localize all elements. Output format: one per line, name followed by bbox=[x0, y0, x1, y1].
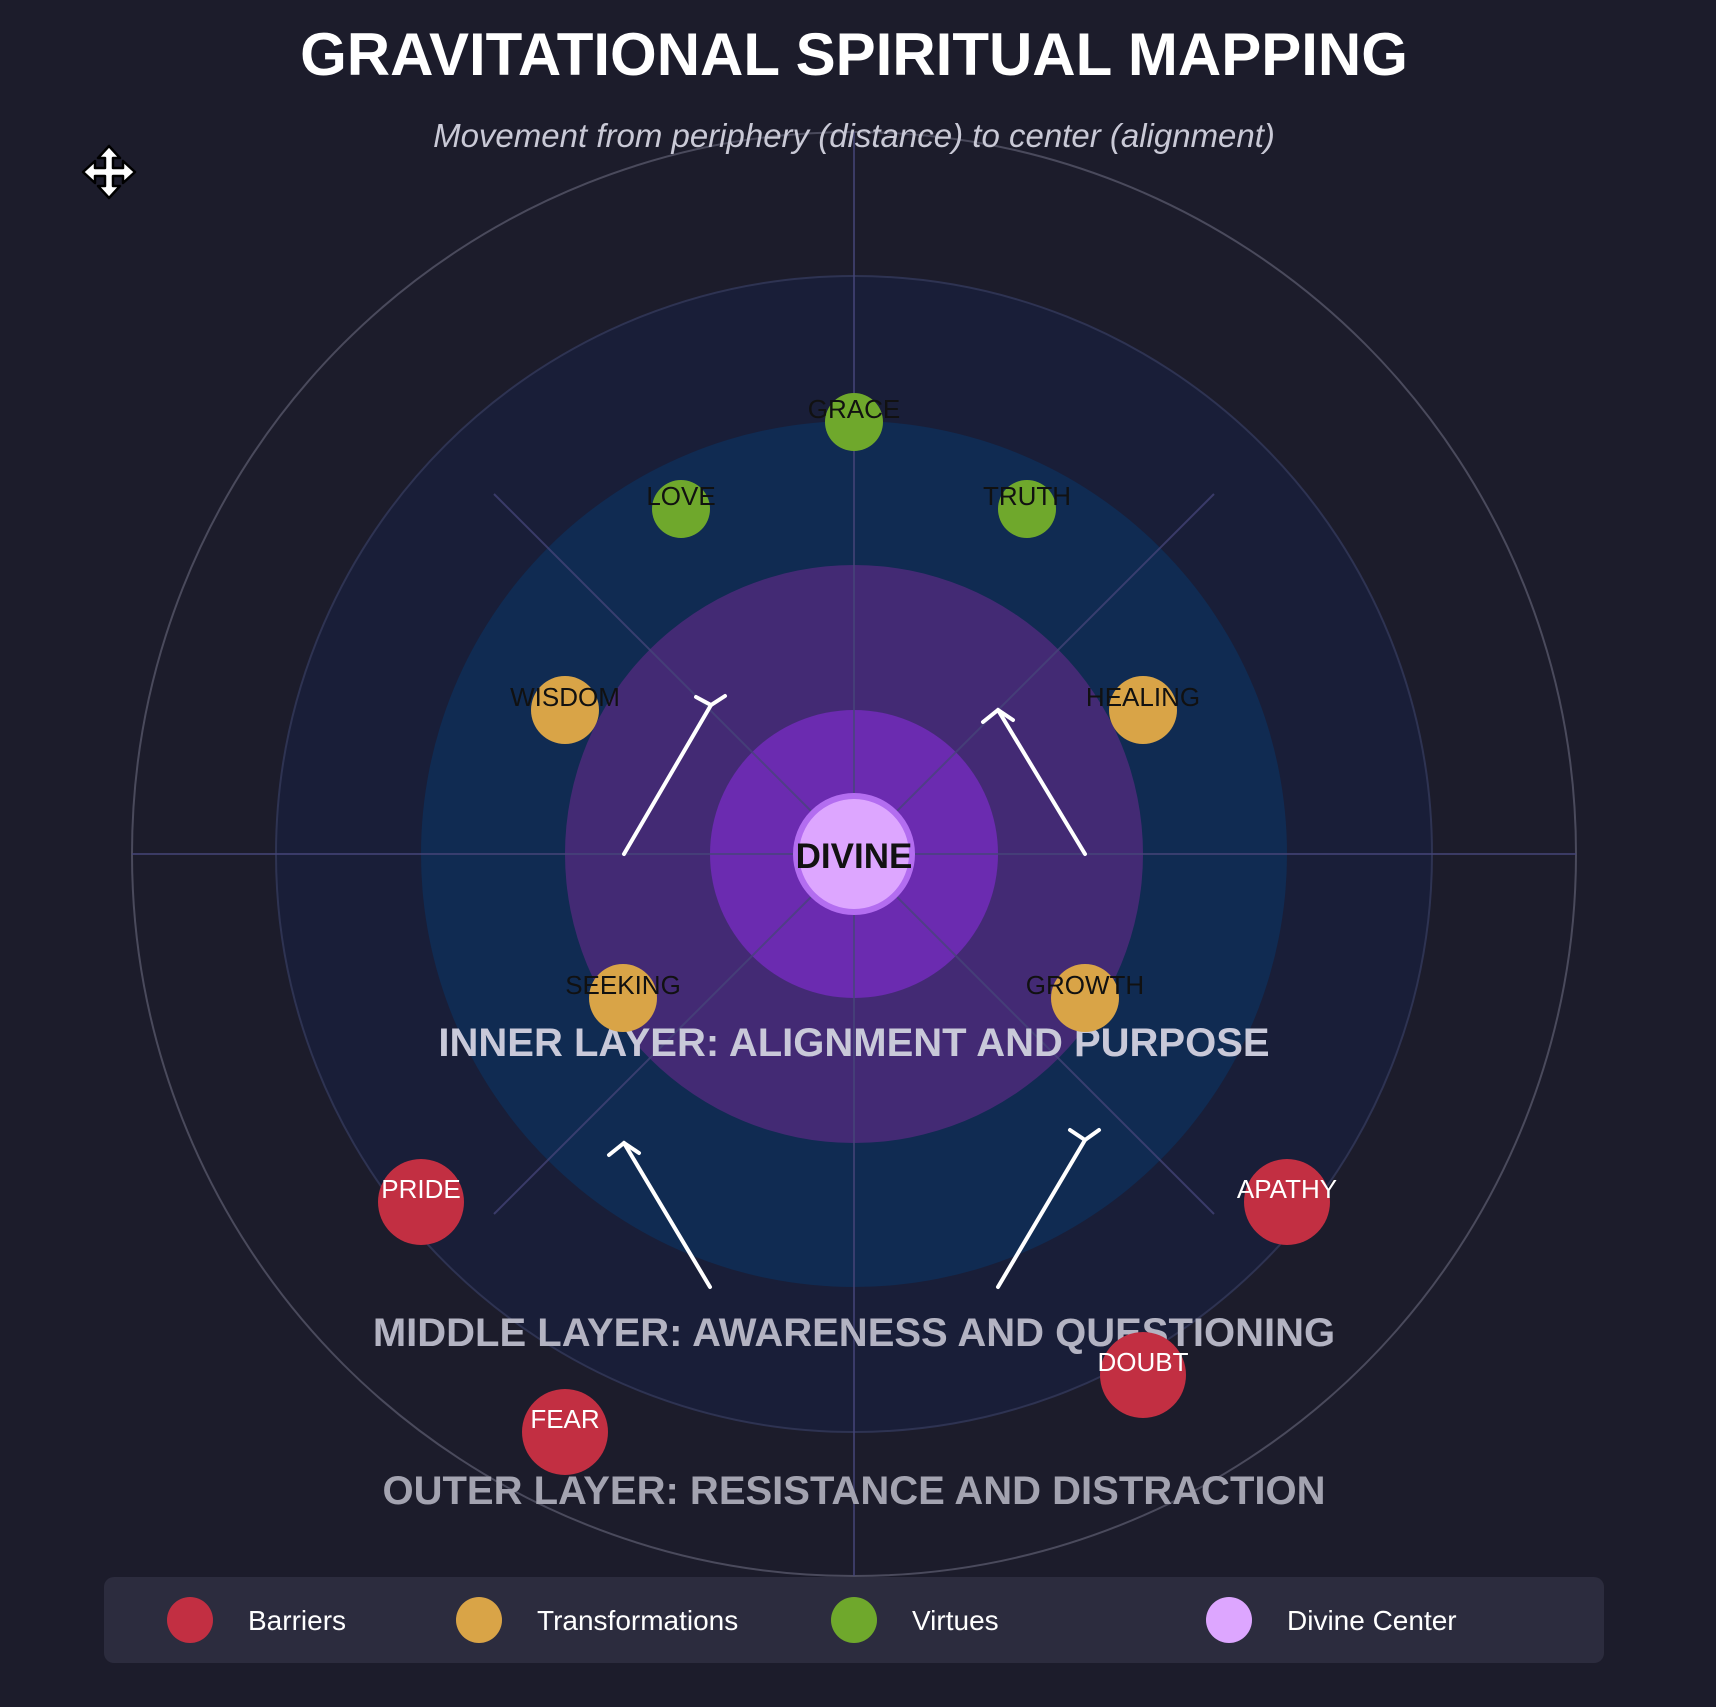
legend-item-transformations: Transformations bbox=[456, 1597, 738, 1643]
divine-center-label: DIVINE bbox=[796, 837, 913, 876]
node-seeking-circle[interactable] bbox=[589, 964, 657, 1032]
page-title: GRAVITATIONAL SPIRITUAL MAPPING bbox=[300, 21, 1408, 88]
legend-swatch-divine-center bbox=[1206, 1597, 1252, 1643]
divine-center[interactable]: DIVINE bbox=[793, 793, 915, 915]
node-seeking[interactable]: SEEKING bbox=[565, 964, 681, 1032]
outer-layer-label: OUTER LAYER: RESISTANCE AND DISTRACTION bbox=[382, 1469, 1325, 1513]
node-truth[interactable]: TRUTH bbox=[983, 480, 1071, 538]
node-doubt[interactable]: DOUBT bbox=[1098, 1332, 1189, 1418]
node-fear-label: FEAR bbox=[530, 1404, 599, 1434]
node-apathy[interactable]: APATHY bbox=[1237, 1159, 1337, 1245]
divine-center-circle[interactable] bbox=[793, 793, 915, 915]
arrow-lower-left bbox=[607, 1140, 712, 1289]
node-pride[interactable]: PRIDE bbox=[378, 1159, 464, 1245]
node-pride-circle[interactable] bbox=[378, 1159, 464, 1245]
legend-swatch-virtues bbox=[831, 1597, 877, 1643]
legend-swatch-barriers bbox=[167, 1597, 213, 1643]
node-wisdom[interactable]: WISDOM bbox=[510, 676, 620, 744]
node-fear-circle[interactable] bbox=[522, 1389, 608, 1475]
node-doubt-circle[interactable] bbox=[1100, 1332, 1186, 1418]
arrow-upper-right bbox=[981, 707, 1087, 856]
arrow-lower-right bbox=[996, 1128, 1101, 1289]
legend-label-virtues: Virtues bbox=[912, 1605, 999, 1636]
page-subtitle: Movement from periphery (distance) to ce… bbox=[433, 117, 1275, 154]
move-arrows-icon[interactable] bbox=[81, 144, 137, 200]
node-grace[interactable]: GRACE bbox=[808, 393, 900, 451]
legend-label-divine-center: Divine Center bbox=[1287, 1605, 1457, 1636]
node-fear[interactable]: FEAR bbox=[522, 1389, 608, 1475]
node-growth-circle[interactable] bbox=[1051, 964, 1119, 1032]
legend-item-barriers: Barriers bbox=[167, 1597, 346, 1643]
node-grace-label: GRACE bbox=[808, 394, 900, 424]
node-wisdom-circle[interactable] bbox=[531, 676, 599, 744]
node-love-circle[interactable] bbox=[652, 480, 710, 538]
legend-item-divine-center: Divine Center bbox=[1206, 1597, 1457, 1643]
arrow-upper-left bbox=[622, 694, 727, 856]
legend: Barriers Transformations Virtues Divine Cen… bbox=[104, 1577, 1604, 1663]
node-apathy-label: APATHY bbox=[1237, 1174, 1337, 1204]
node-healing-label: HEALING bbox=[1086, 682, 1200, 712]
node-growth-label: GROWTH bbox=[1026, 970, 1144, 1000]
node-love-label: LOVE bbox=[646, 481, 715, 511]
node-pride-label: PRIDE bbox=[381, 1174, 460, 1204]
middle-layer-label: MIDDLE LAYER: AWARENESS AND QUESTIONING bbox=[373, 1311, 1335, 1355]
legend-label-barriers: Barriers bbox=[248, 1605, 346, 1636]
node-grace-circle[interactable] bbox=[825, 393, 883, 451]
node-seeking-label: SEEKING bbox=[565, 970, 681, 1000]
legend-items: Barriers Transformations Virtues Divine Cen… bbox=[167, 1597, 1457, 1643]
node-truth-label: TRUTH bbox=[983, 481, 1071, 511]
legend-label-transformations: Transformations bbox=[537, 1605, 738, 1636]
legend-item-virtues: Virtues bbox=[831, 1597, 999, 1643]
node-doubt-label: DOUBT bbox=[1098, 1347, 1189, 1377]
node-apathy-circle[interactable] bbox=[1244, 1159, 1330, 1245]
node-healing-circle[interactable] bbox=[1109, 676, 1177, 744]
legend-swatch-transformations bbox=[456, 1597, 502, 1643]
concept-nodes: GRACE LOVE TRUTH WISDOM HEALING SEEKING GROWTH… bbox=[378, 393, 1337, 1475]
node-wisdom-label: WISDOM bbox=[510, 682, 620, 712]
inner-layer-label: INNER LAYER: ALIGNMENT AND PURPOSE bbox=[438, 1021, 1269, 1065]
movement-arrows bbox=[607, 694, 1101, 1289]
node-truth-circle[interactable] bbox=[998, 480, 1056, 538]
node-growth[interactable]: GROWTH bbox=[1026, 964, 1144, 1032]
node-love[interactable]: LOVE bbox=[646, 480, 716, 538]
node-healing[interactable]: HEALING bbox=[1086, 676, 1200, 744]
